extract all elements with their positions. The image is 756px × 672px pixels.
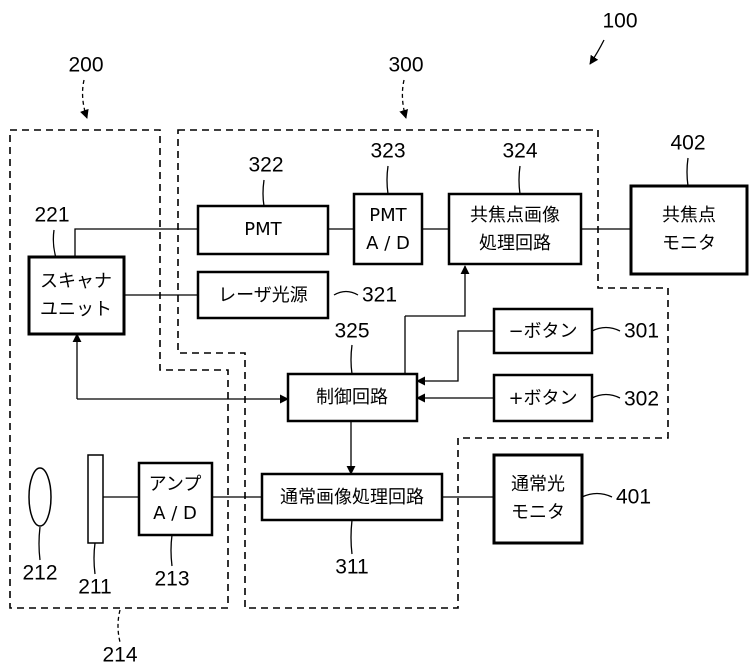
ref-325: 325	[334, 320, 369, 343]
ref-301: 301	[624, 320, 659, 343]
confocal-processing-label-2: 処理回路	[479, 233, 551, 254]
image-sensor-icon	[88, 455, 103, 543]
scanner-unit-label-1: スキャナ	[40, 271, 112, 292]
leader-301	[592, 328, 620, 332]
leader-212	[39, 527, 40, 560]
ref-401: 401	[616, 486, 651, 509]
ref-214: 214	[102, 644, 137, 667]
ref-211: 211	[78, 576, 111, 599]
normal-monitor-label-1: 通常光	[511, 474, 565, 495]
confocal-monitor-box	[631, 186, 747, 274]
ref-324: 324	[502, 140, 537, 163]
leader-211	[94, 543, 95, 574]
leader-214	[118, 610, 120, 642]
leader-322	[263, 180, 264, 206]
ref-402: 402	[670, 132, 705, 155]
leader-200	[83, 80, 87, 118]
scanner-unit-box	[29, 257, 124, 334]
ref-322: 322	[248, 154, 283, 177]
pmt-ad-label-1: PMT	[369, 205, 407, 226]
ref-212: 212	[22, 562, 57, 585]
amp-ad-label-1: アンプ	[149, 474, 202, 495]
line-scanner-pmt	[75, 229, 198, 257]
amp-ad-label-2: A / D	[153, 503, 197, 524]
ref-300: 300	[388, 54, 423, 77]
lens-icon	[29, 468, 51, 526]
normal-processing-label: 通常画像処理回路	[280, 487, 424, 508]
leader-321	[334, 292, 358, 296]
normal-monitor-box	[494, 455, 582, 543]
control-circuit-label: 制御回路	[316, 387, 388, 408]
laser-source-label: レーザ光源	[218, 285, 308, 306]
ref-100: 100	[602, 10, 637, 33]
leader-100	[590, 40, 604, 64]
pmt-ad-label-2: A / D	[366, 233, 410, 254]
leader-402	[687, 158, 688, 186]
leader-325	[351, 345, 352, 374]
minus-button-label: −ボタン	[508, 321, 577, 342]
scanner-unit-label-2: ユニット	[40, 299, 112, 320]
arrow-control-confocal	[405, 266, 465, 316]
pmt-label: PMT	[244, 219, 282, 240]
plus-button-label: +ボタン	[508, 388, 577, 409]
leader-302	[592, 395, 620, 399]
leader-221	[53, 230, 56, 258]
ref-321: 321	[362, 284, 397, 307]
ref-213: 213	[154, 568, 189, 591]
confocal-processing-label-1: 共焦点画像	[470, 205, 560, 226]
ref-311: 311	[335, 556, 368, 579]
ref-302: 302	[624, 388, 659, 411]
confocal-monitor-label-1: 共焦点	[662, 205, 716, 226]
normal-monitor-label-2: モニタ	[511, 502, 565, 523]
ref-323: 323	[370, 140, 405, 163]
leader-324	[519, 166, 520, 194]
arrow-minus-control	[417, 331, 494, 381]
leader-311	[351, 520, 352, 554]
ref-200: 200	[68, 54, 103, 77]
ref-221: 221	[34, 204, 69, 227]
leader-213	[171, 535, 172, 566]
confocal-monitor-label-2: モニタ	[662, 233, 716, 254]
region-200-outline	[10, 130, 228, 608]
leader-401	[582, 494, 612, 498]
leader-300	[402, 80, 406, 118]
leader-323	[387, 166, 388, 194]
